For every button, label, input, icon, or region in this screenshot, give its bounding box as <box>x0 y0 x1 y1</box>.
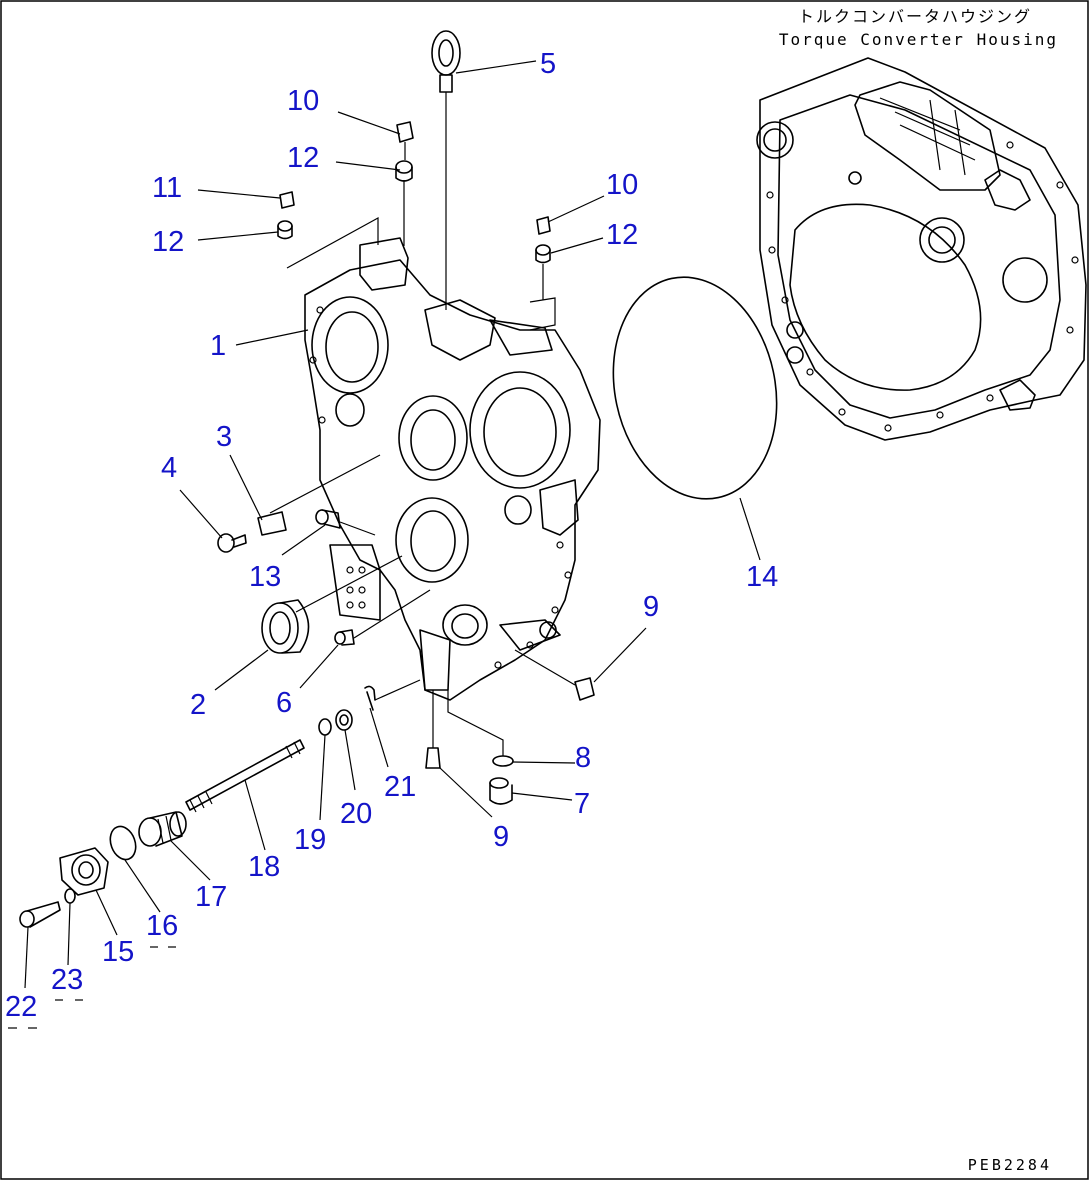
sleeve-17 <box>138 811 187 847</box>
callout-18: 18 <box>248 851 280 883</box>
dipstick-5 <box>431 30 461 310</box>
plug-7 <box>489 777 513 805</box>
callout-8: 8 <box>575 742 591 774</box>
plug-10-right <box>536 216 551 235</box>
callout-15: 15 <box>102 936 134 968</box>
pin-21 <box>364 679 421 711</box>
leader-lines <box>24 60 761 989</box>
title-english: Torque Converter Housing <box>779 30 1058 49</box>
callout-6: 6 <box>276 687 292 719</box>
callout-16: 16 <box>146 910 178 942</box>
plug-6 <box>334 589 431 646</box>
title-japanese: トルクコンバータハウジング <box>798 7 1032 26</box>
plug-9-right <box>514 649 595 701</box>
callout-1: 1 <box>210 330 226 362</box>
nut-20 <box>335 709 353 731</box>
rivet-4 <box>217 533 247 553</box>
gasket-16 <box>109 825 137 861</box>
callout-19: 19 <box>294 824 326 856</box>
callout-20: 20 <box>340 798 372 830</box>
plug-11 <box>279 191 295 209</box>
washer-23 <box>64 888 76 904</box>
nameplate-3 <box>257 454 381 536</box>
plug-9-bottom <box>425 690 441 769</box>
callout-7: 7 <box>574 788 590 820</box>
callout-10-top: 10 <box>287 85 319 117</box>
callout-9-right: 9 <box>643 591 659 623</box>
callout-12-top: 12 <box>287 142 319 174</box>
callout-12-right: 12 <box>606 219 638 251</box>
transmission-case-drawing <box>304 237 601 701</box>
torque-converter-housing-drawing <box>756 57 1087 441</box>
plug-10-top <box>396 121 414 160</box>
callout-13: 13 <box>249 561 281 593</box>
callout-4: 4 <box>161 452 177 484</box>
callout-numbers: 1 2 3 4 5 6 7 8 9 9 10 10 11 12 12 12 13… <box>5 48 778 1023</box>
callout-21: 21 <box>384 771 416 803</box>
callout-11: 11 <box>152 172 182 204</box>
drawing-code: PEB2284 <box>968 1156 1052 1174</box>
shaft-18 <box>185 739 305 813</box>
callout-22: 22 <box>5 991 37 1023</box>
callout-23: 23 <box>51 964 83 996</box>
plug-12-top <box>395 160 413 246</box>
washer-19 <box>318 718 332 736</box>
breather-13 <box>315 509 376 536</box>
callout-3: 3 <box>216 421 232 453</box>
callout-9-bottom: 9 <box>493 821 509 853</box>
callout-12-left: 12 <box>152 226 184 258</box>
plug-12-right <box>535 244 551 300</box>
callout-17: 17 <box>195 881 227 913</box>
oil-seal-2 <box>261 555 403 654</box>
o-ring-14 <box>612 276 778 500</box>
cover-15 <box>59 847 109 896</box>
callout-2: 2 <box>190 689 206 721</box>
label-dashes <box>8 946 176 1029</box>
plug-12-left <box>277 220 293 240</box>
callout-10-right: 10 <box>606 169 638 201</box>
bolt-22 <box>19 901 61 928</box>
o-ring-8 <box>492 755 514 767</box>
callout-5: 5 <box>540 48 556 80</box>
callout-14: 14 <box>746 561 778 593</box>
